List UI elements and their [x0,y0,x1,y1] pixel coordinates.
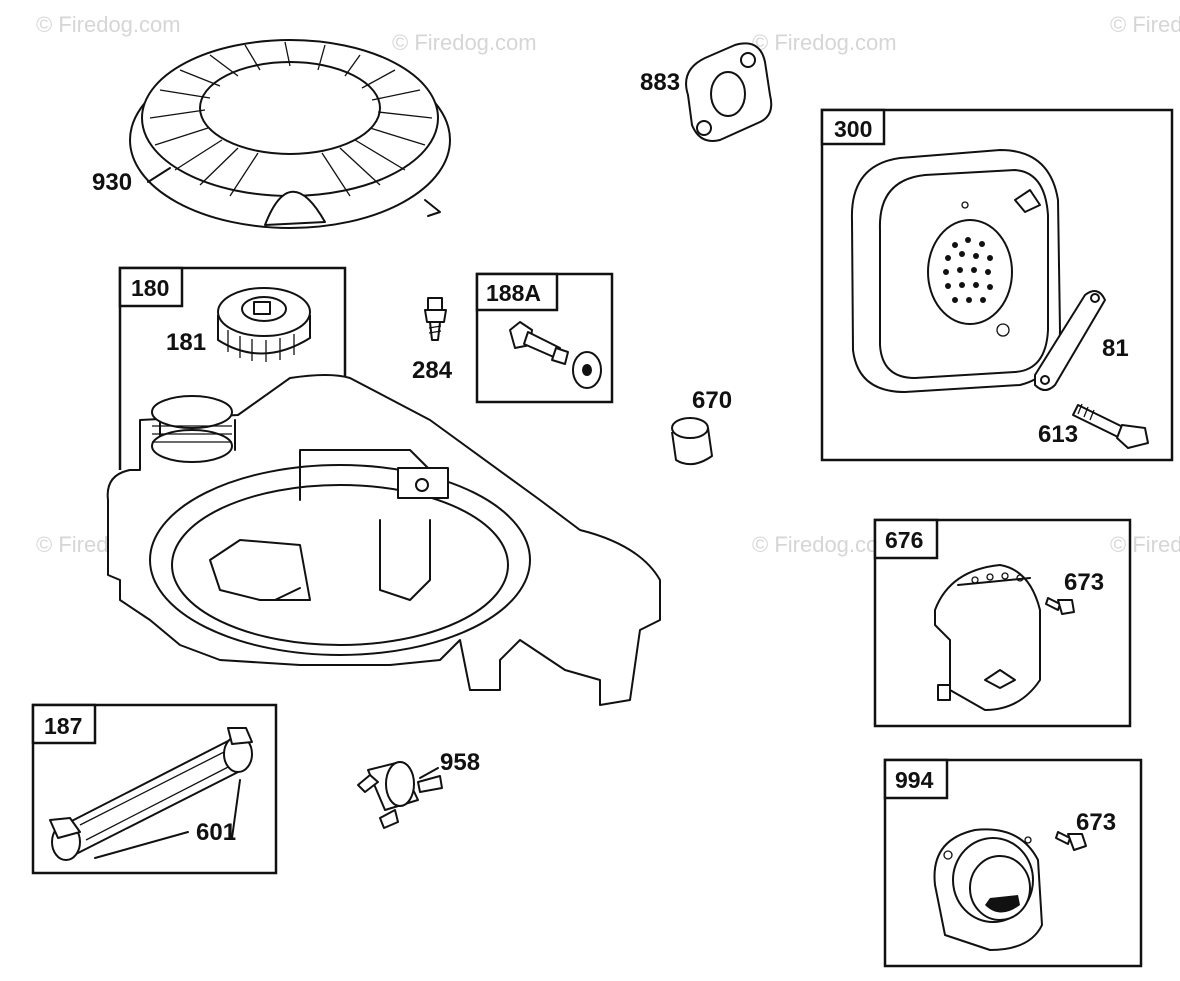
callout-673-b: 673 [1076,809,1116,836]
watermark: © Firedog.com [1110,532,1180,557]
part-676-deflector-group[interactable]: 676 673 [873,518,1132,728]
callout-958: 958 [440,749,480,776]
part-284-pin[interactable] [424,297,447,341]
watermark: © Firedog.com [752,532,897,557]
watermark: © Firedog.com [36,12,181,37]
part-181-fuel-cap[interactable] [217,287,311,362]
part-883-gasket[interactable]: 883 [640,42,773,142]
watermark: © Firedog.com [392,30,537,55]
box-label-187: 187 [44,713,82,739]
callout-883: 883 [640,69,680,96]
part-930-starter-guard[interactable]: 930 [92,39,451,229]
part-188a-shoulder-screw-group[interactable]: 188A [475,272,614,404]
watermark: © Firedog.com [752,30,897,55]
part-673-screw-a[interactable] [1045,597,1075,615]
part-994-spark-arrester-group[interactable]: 994 673 [883,758,1143,968]
callout-284: 284 [412,357,453,384]
callout-601: 601 [196,819,236,846]
part-81-deflector[interactable] [1034,290,1106,391]
part-673-screw-b[interactable] [1055,831,1087,851]
callout-81: 81 [1102,335,1129,362]
part-187-fuel-line-group[interactable]: 187 601 [31,703,278,875]
part-613-screw[interactable] [1072,403,1149,449]
box-label-300: 300 [834,116,872,142]
box-label-188a: 188A [486,280,541,306]
watermark: © Firedog.com [1110,12,1180,37]
part-180-fuel-tank-group[interactable]: 180 181 [106,266,661,706]
box-label-676: 676 [885,527,923,553]
box-label-180: 180 [131,275,169,301]
part-958-fuel-valve[interactable] [357,761,443,829]
callout-930: 930 [92,169,132,196]
callout-673-a: 673 [1064,569,1104,596]
box-label-994: 994 [895,767,934,793]
callout-613: 613 [1038,421,1078,448]
part-670-bushing[interactable] [671,417,713,466]
callout-181: 181 [166,329,206,356]
callout-670: 670 [692,387,732,414]
part-601-clamps[interactable] [49,727,253,839]
part-300-muffler-group[interactable]: 300 81 613 [820,108,1174,462]
